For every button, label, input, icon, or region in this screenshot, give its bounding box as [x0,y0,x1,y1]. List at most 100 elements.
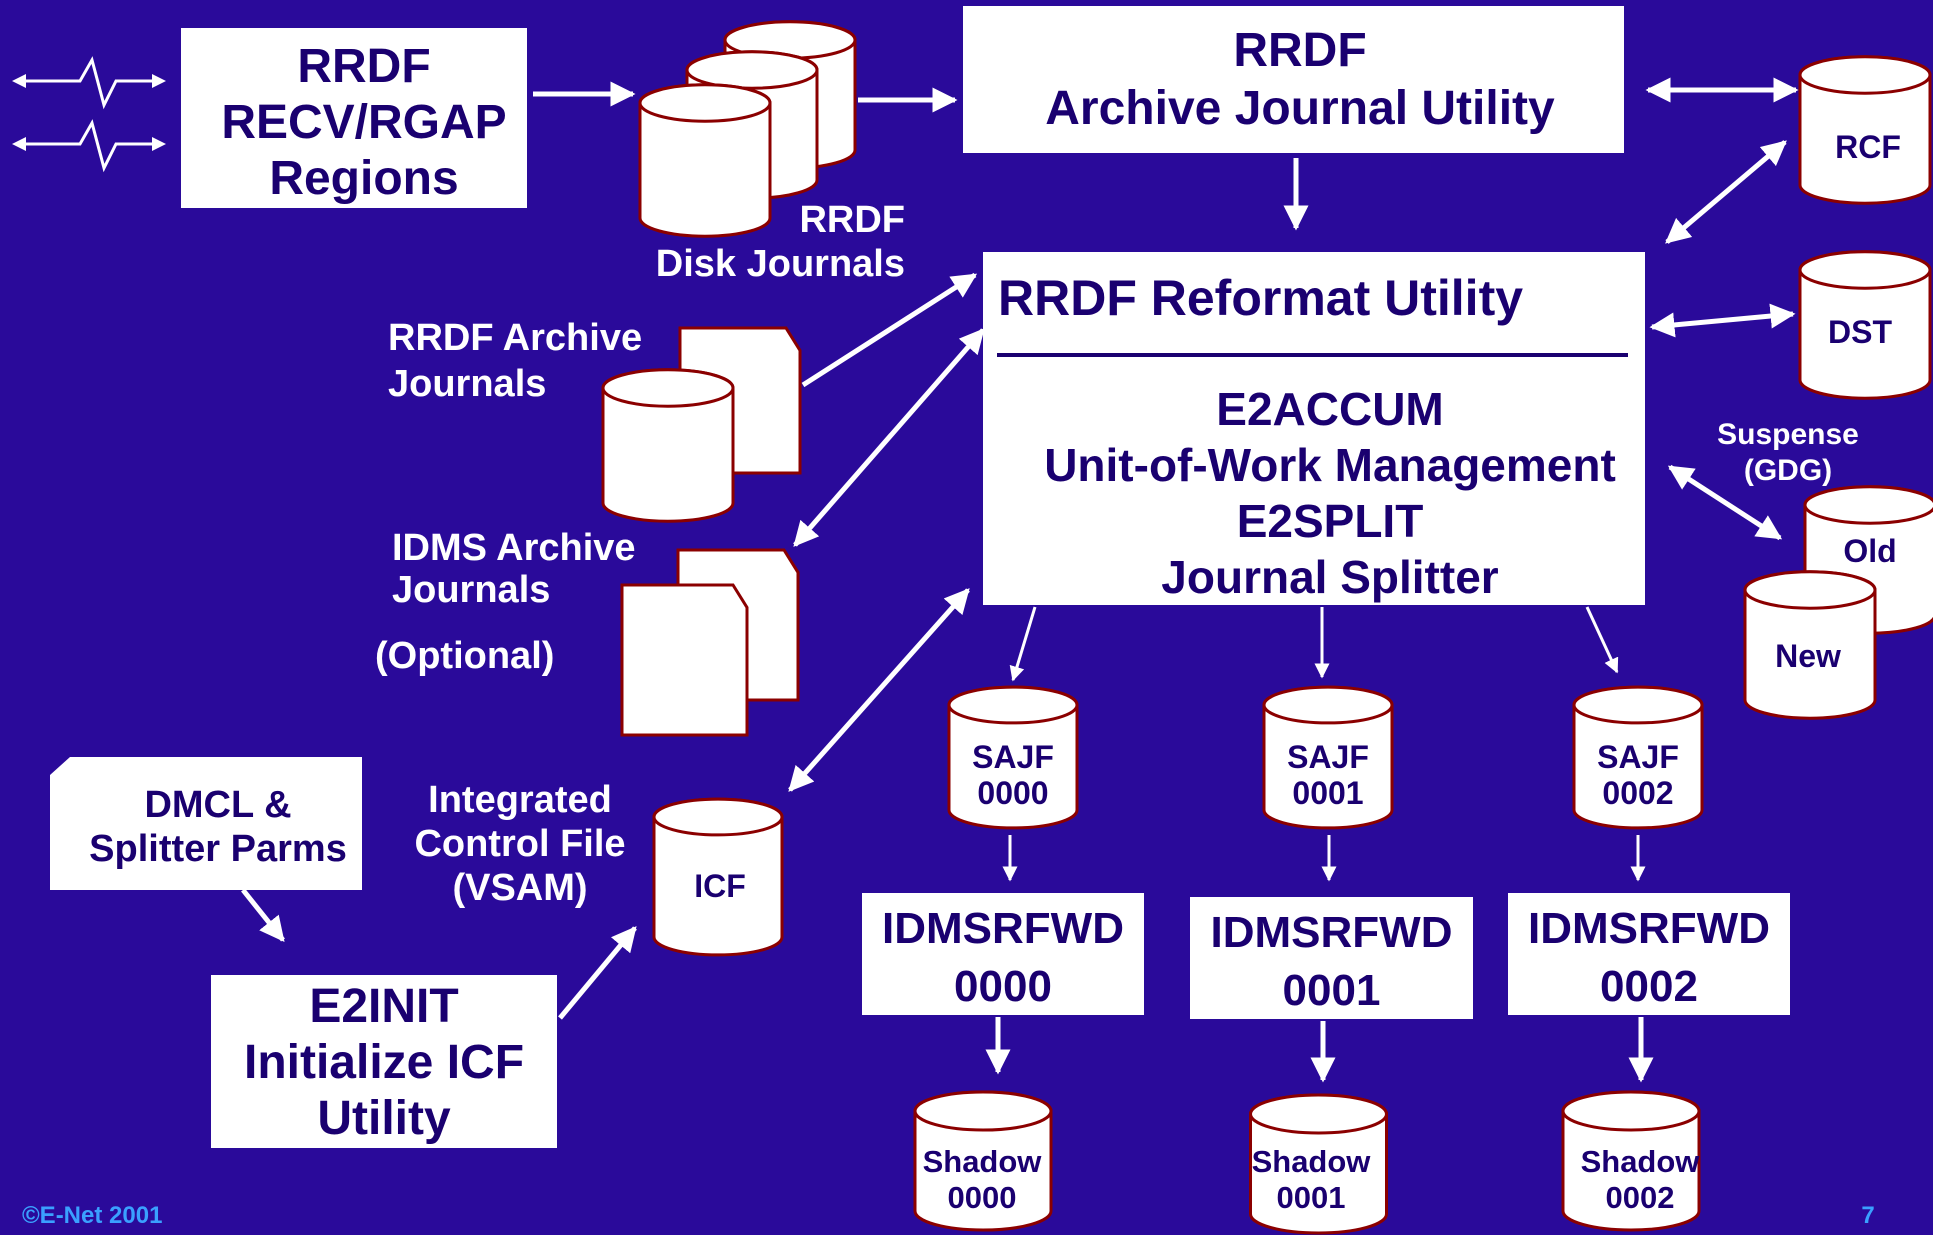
reformat-body-line-2: Unit-of-Work Management [1044,439,1616,491]
reformat-body-line-3: E2SPLIT [1237,495,1424,547]
shadow-cylinder-1-top [1249,1093,1388,1135]
e2init-text-line-3: Utility [317,1092,451,1145]
idmsrfwd-box-2 [1508,893,1790,1015]
signal-arrow-right-1 [152,74,166,88]
rrdf-archive-label-line-2: Journals [388,363,546,405]
idmsrfwd-text-1-line-1: IDMSRFWD [1211,908,1453,957]
disk-journal-cylinder-front [638,83,772,238]
rrdf-archive-cylinder [601,368,735,523]
signal-arrow-left-2 [12,137,26,151]
dmcl-box [50,757,362,890]
signal-line-2 [18,119,160,173]
disk-journal-cylinder-front-top [638,83,772,123]
e2init-text-line-2: Initialize ICF [244,1036,524,1089]
shadow-label-0-line-1: Shadow [923,1144,1043,1179]
recv-text-line-3: Regions [269,152,458,205]
reformat-box [983,252,1645,605]
disk-journal-cylinder-mid-top [685,50,819,90]
signal-arrow-right-2 [152,137,166,151]
dst-label-line-1: DST [1828,314,1892,350]
icf-desc-label-line-2: Control File [414,823,625,865]
sajf-cylinder-1-top [1262,685,1394,725]
shadow-label-2-line-1: Shadow [1581,1144,1701,1179]
idms-archive-label-line-2: Journals [392,569,550,611]
reformat-body-line-4: Journal Splitter [1161,551,1498,603]
icf-cylinder [652,797,784,957]
archive-util-text-line-1: RRDF [1233,24,1366,77]
archive-util-box [963,6,1624,153]
idms-archive-label-line-1: IDMS Archive [392,527,636,569]
suspense-label-line-1: Suspense [1717,418,1859,451]
sajf-cylinder-1 [1262,685,1394,830]
footer-copyright-line-1: ©E-Net 2001 [22,1202,162,1229]
rcf-cylinder-top [1798,55,1932,95]
idmsrfwd-text-1-line-2: 0001 [1283,966,1381,1015]
dmcl-text-line-2: Splitter Parms [89,828,347,870]
e2init-box [211,975,557,1148]
shadow-cylinder-1 [1249,1093,1388,1235]
reformat-title-line-1: RRDF Reformat Utility [998,270,1523,326]
icf-label-line-1: ICF [694,868,746,904]
suspense-label-line-2: (GDG) [1744,454,1832,487]
rcf-label-line-1: RCF [1835,129,1901,165]
sajf-cylinder-0-top [947,685,1079,725]
sajf-label-2-line-2: 0002 [1602,775,1673,811]
footer-page-line-1: 7 [1861,1202,1874,1229]
disk-journals-label-line-1: RRDF [799,199,905,241]
icf-cylinder-top [652,797,784,837]
arrow-reformat-to-sajf-2 [1585,606,1619,674]
dmcl-text-line-1: DMCL & [144,784,291,826]
sajf-label-0-line-1: SAJF [972,739,1054,775]
arrow-reformat-idms-archive [793,328,985,547]
new-label-line-1: New [1775,638,1841,674]
old-label-line-1: Old [1843,533,1896,569]
shadow-label-1-line-1: Shadow [1252,1144,1372,1179]
shadow-label-1-line-2: 0001 [1277,1180,1346,1215]
recv-text-line-1: RRDF [297,40,430,93]
rrdf-archive-cylinder-top [601,368,735,408]
arrow-reformat-suspense [1667,464,1783,541]
sajf-label-1-line-1: SAJF [1287,739,1369,775]
idmsrfwd-text-2-line-2: 0002 [1600,962,1698,1011]
arrow-reformat-icf [788,588,970,792]
recv-text-line-2: RECV/RGAP [221,96,506,149]
arrow-e2init-to-icf [558,926,637,1020]
rrdf-archive-label-line-1: RRDF Archive [388,317,642,359]
arrow-reformat-dst [1649,303,1796,338]
idmsrfwd-box-1 [1190,897,1473,1019]
shadow-cylinder-0-top [913,1090,1053,1132]
arrow-dmcl-to-e2init [241,888,285,942]
arrow-reformat-rcf [1665,140,1787,244]
signal-arrow-left-1 [12,74,26,88]
recv-box [181,28,527,208]
signal-line-1 [18,56,160,110]
shadow-label-0-line-2: 0000 [948,1180,1017,1215]
idms-archive-tape-front [620,583,749,737]
idmsrfwd-text-0-line-2: 0000 [954,962,1052,1011]
idmsrfwd-box-0 [862,893,1144,1015]
sajf-cylinder-2 [1572,685,1704,830]
idmsrfwd-text-2-line-1: IDMSRFWD [1528,904,1770,953]
sajf-label-2-line-1: SAJF [1597,739,1679,775]
reformat-body-line-1: E2ACCUM [1216,383,1443,435]
dst-cylinder-top [1798,250,1932,290]
idmsrfwd-text-0-line-1: IDMSRFWD [882,904,1124,953]
sajf-label-0-line-2: 0000 [977,775,1048,811]
shadow-cylinder-0 [913,1090,1053,1232]
suspense-new-cylinder-top [1743,570,1877,610]
sajf-label-1-line-2: 0001 [1292,775,1363,811]
shadow-cylinder-2-top [1561,1090,1701,1132]
suspense-new-cylinder [1743,570,1877,720]
dst-cylinder [1798,250,1932,400]
arrow-reformat-to-sajf-0 [1009,606,1037,682]
suspense-old-cylinder-top [1803,485,1933,525]
archive-util-text-line-2: Archive Journal Utility [1045,82,1555,135]
icf-desc-label-line-1: Integrated [428,779,612,821]
shadow-label-2-line-2: 0002 [1606,1180,1675,1215]
sajf-cylinder-0 [947,685,1079,830]
disk-journals-label-line-2: Disk Journals [656,243,905,285]
icf-desc-label-line-3: (VSAM) [452,867,587,909]
shadow-cylinder-2 [1561,1090,1701,1232]
optional-label-line-1: (Optional) [375,635,554,677]
